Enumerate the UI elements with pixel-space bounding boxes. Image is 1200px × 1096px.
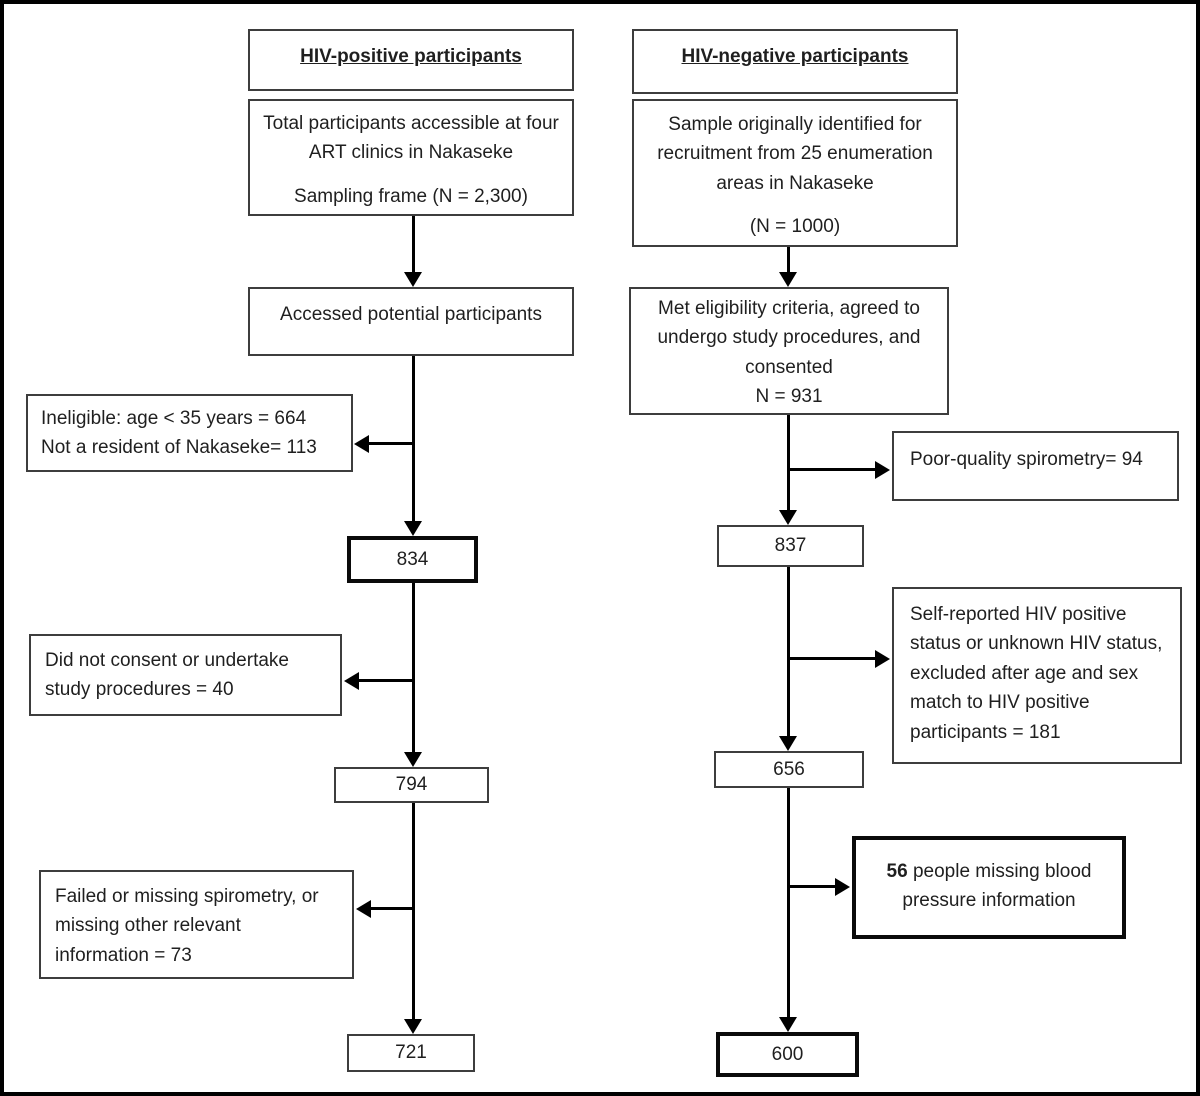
positive-sampling-frame-box: Total participants accessible at four AR… [248,99,574,216]
positive-exclusion-ineligible-box: Ineligible: age < 35 years = 664 Not a r… [26,394,353,472]
negative-sample-box: Sample originally identified for recruit… [632,99,958,247]
positive-arrowhead-1 [404,272,422,287]
positive-count-834-box: 834 [347,536,478,583]
negative-count-656-box: 656 [714,751,864,788]
negative-branch-arrowhead-2 [875,650,890,668]
positive-count-721-box: 721 [347,1034,475,1072]
blood-pressure-count: 56 [886,861,908,882]
negative-count-837-box: 837 [717,525,864,567]
negative-arrowhead-3 [779,736,797,751]
negative-branch-3 [788,885,836,888]
negative-count-600: 600 [771,1043,804,1065]
positive-arrowhead-2 [404,521,422,536]
hiv-negative-header-label: HIV-negative participants [681,46,909,67]
positive-accessed-text: Accessed potential participants [280,304,542,325]
negative-exclusion-hiv-status-box: Self-reported HIV positive status or unk… [892,587,1182,764]
negative-connector-3 [787,567,790,737]
positive-count-721: 721 [395,1042,427,1064]
negative-branch-2 [788,657,876,660]
negative-exclusion-blood-pressure-text: 56 people missing blood pressure informa… [868,857,1110,916]
positive-count-794-box: 794 [334,767,489,803]
positive-connector-1 [412,216,415,273]
positive-arrowhead-4 [404,1019,422,1034]
negative-eligible-box: Met eligibility criteria, agreed to unde… [629,287,949,415]
positive-branch-3 [369,907,414,910]
negative-connector-2 [787,415,790,511]
negative-eligible-text: Met eligibility criteria, agreed to unde… [657,298,921,378]
positive-exclusion-no-consent-text: Did not consent or undertake study proce… [45,650,289,701]
positive-count-794: 794 [395,774,428,796]
hiv-negative-header-box: HIV-negative participants [632,29,958,94]
positive-exclusion-failed-spirometry-text: Failed or missing spirometry, or missing… [55,886,319,966]
blood-pressure-rest: people missing blood pressure informatio… [902,861,1092,912]
hiv-positive-header-label: HIV-positive participants [300,46,522,67]
positive-branch-2 [357,679,414,682]
negative-eligible-n-text: N = 931 [755,386,823,408]
positive-exclusion-ineligible-line2: Not a resident of Nakaseke= 113 [41,437,317,459]
hiv-positive-header-box: HIV-positive participants [248,29,574,91]
positive-connector-4 [412,803,415,1020]
positive-source-text: Total participants accessible at four AR… [263,113,559,164]
negative-connector-1 [787,247,790,273]
positive-exclusion-ineligible-line1: Ineligible: age < 35 years = 664 [41,408,307,429]
positive-connector-2 [412,356,415,522]
positive-exclusion-no-consent-box: Did not consent or undertake study proce… [29,634,342,716]
positive-branch-1 [367,442,414,445]
negative-exclusion-spirometry-text: Poor-quality spirometry= 94 [910,449,1143,470]
negative-sample-n-text: (N = 1000) [749,216,841,238]
positive-sampling-frame-text: Sampling frame (N = 2,300) [294,185,528,207]
negative-connector-4 [787,788,790,1018]
positive-branch-arrowhead-1 [354,435,369,453]
negative-branch-1 [788,468,876,471]
negative-source-text: Sample originally identified for recruit… [657,114,933,194]
negative-arrowhead-2 [779,510,797,525]
negative-arrowhead-4 [779,1017,797,1032]
positive-exclusion-failed-spirometry-box: Failed or missing spirometry, or missing… [39,870,354,979]
negative-exclusion-blood-pressure-box: 56 people missing blood pressure informa… [852,836,1126,939]
negative-count-656: 656 [773,758,805,780]
positive-accessed-box: Accessed potential participants [248,287,574,356]
positive-branch-arrowhead-2 [344,672,359,690]
positive-count-834: 834 [396,548,429,570]
negative-branch-arrowhead-3 [835,878,850,896]
negative-exclusion-hiv-status-text: Self-reported HIV positive status or unk… [910,604,1163,743]
positive-arrowhead-3 [404,752,422,767]
negative-branch-arrowhead-1 [875,461,890,479]
positive-connector-3 [412,583,415,753]
negative-exclusion-spirometry-box: Poor-quality spirometry= 94 [892,431,1179,501]
negative-count-600-box: 600 [716,1032,859,1077]
positive-branch-arrowhead-3 [356,900,371,918]
negative-arrowhead-1 [779,272,797,287]
negative-count-837: 837 [774,535,807,557]
